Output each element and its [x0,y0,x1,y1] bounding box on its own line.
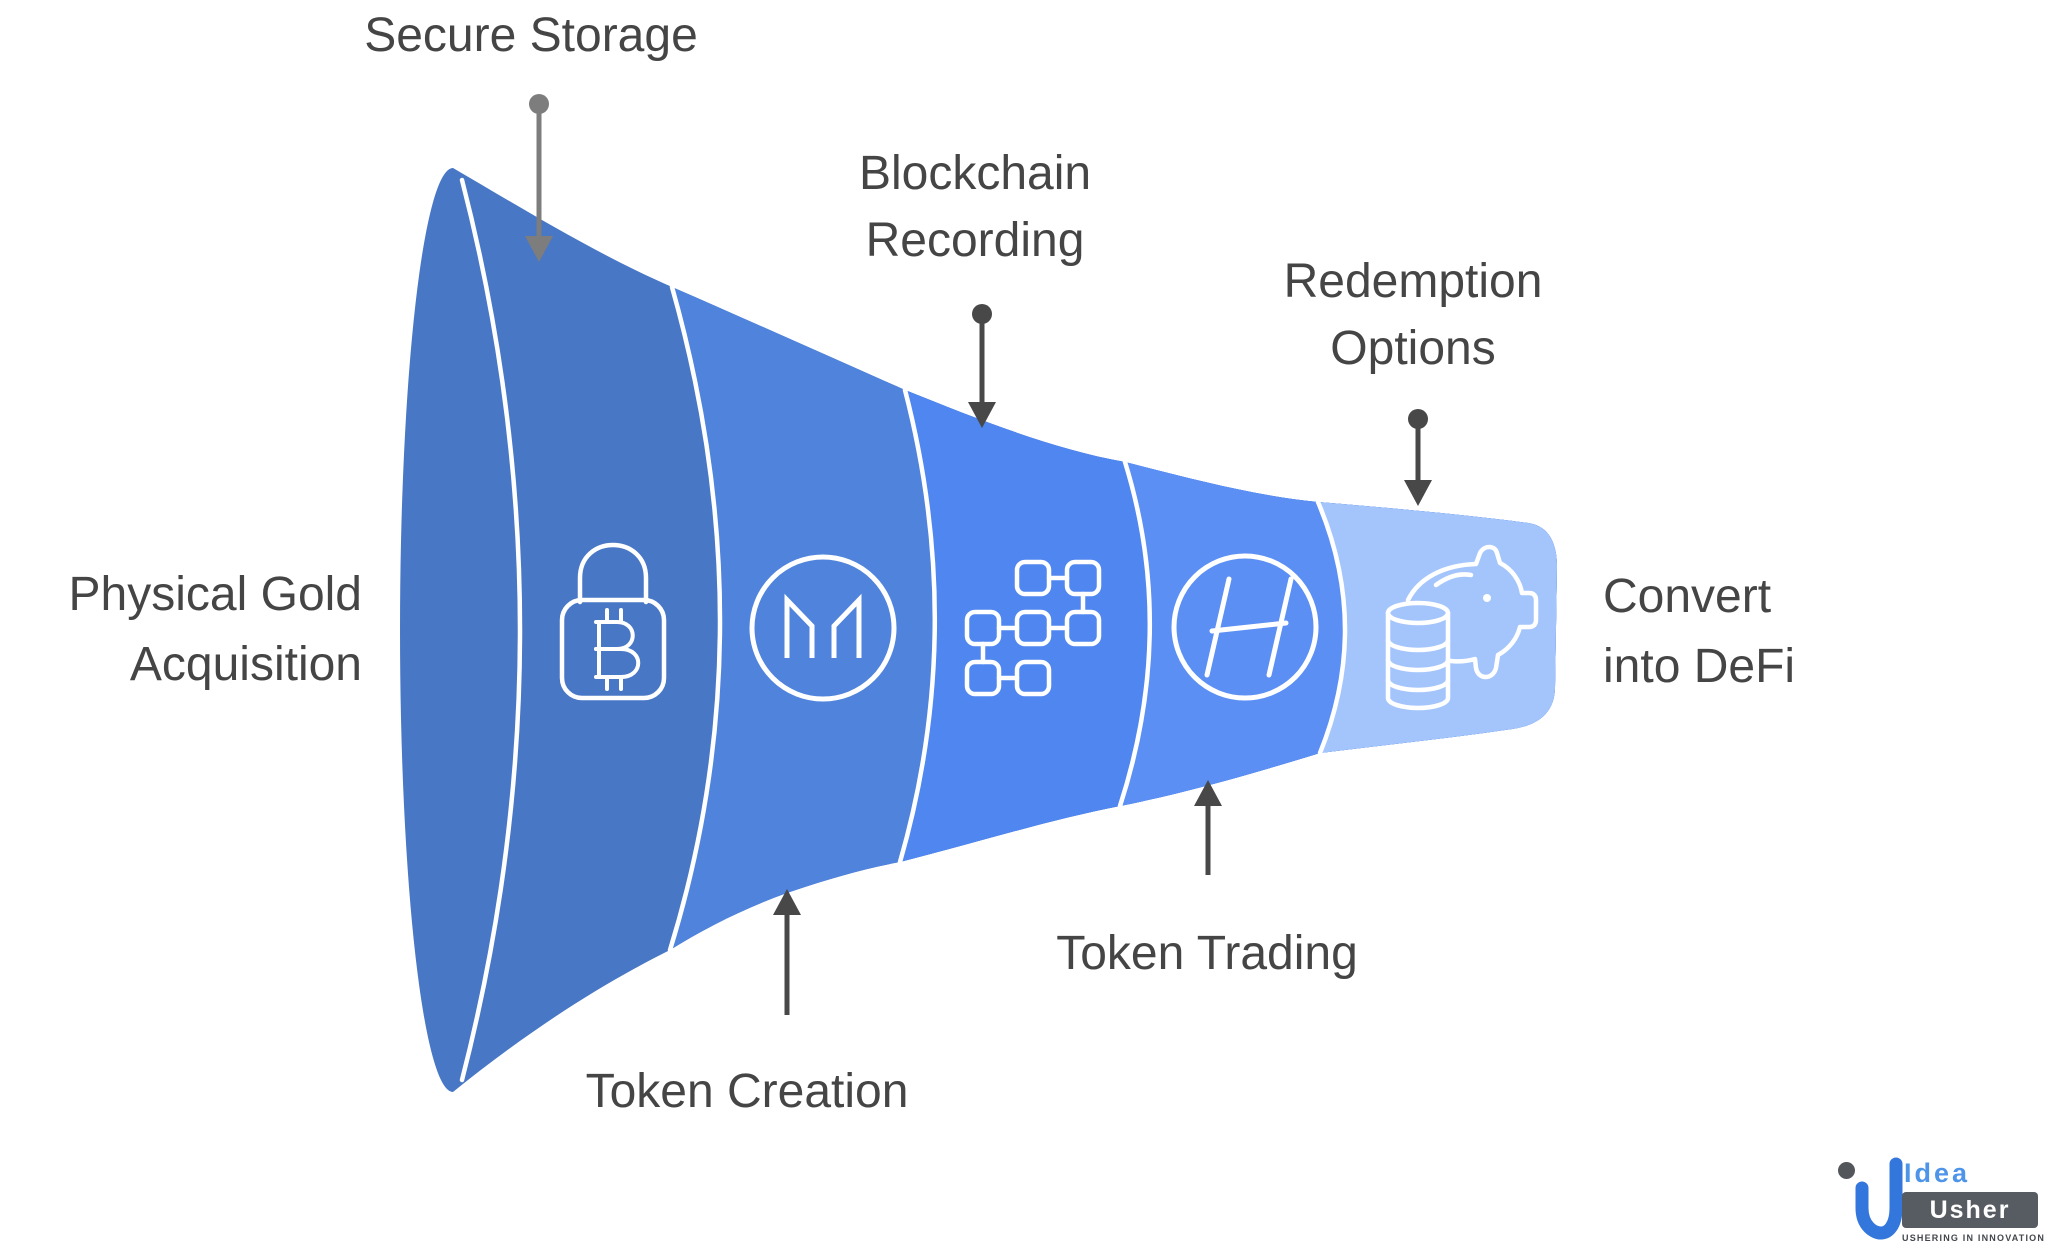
label-line: Redemption [1283,255,1543,308]
label-line: into DeFi [1603,640,1796,693]
arrow-head-down [1404,480,1432,506]
logo-i-dot [1838,1162,1855,1179]
arrow-token-trading [1194,780,1222,875]
arrow-blockchain-recording [968,304,996,428]
label-line: Recording [865,214,1085,267]
stage-label-blockchain-recording: Blockchain Recording [725,140,1225,274]
hedera-h-icon [1171,553,1319,701]
label-line: Physical Gold [68,568,362,621]
blockchain-nodes-icon [964,559,1102,697]
arrow-token-creation [773,889,801,1015]
divider-3 [1117,459,1153,809]
maker-m-icon [749,554,897,702]
stage-label-token-trading: Token Trading [957,920,1457,987]
entry-label-physical-gold-acquisition: Physical Gold Acquisition [0,560,362,700]
logo-word-idea: Idea [1904,1158,1971,1188]
arrow-head-down [525,236,553,262]
label-line: Token Creation [585,1065,909,1118]
label-line: Blockchain [858,147,1092,200]
logo-usher-box: Usher [1902,1192,2038,1228]
stage-label-token-creation: Token Creation [497,1058,997,1125]
divider-4 [1315,499,1348,756]
arrow-head-up [1194,780,1222,806]
piggy-bank-coins-icon [1385,544,1539,711]
segment-dividers [459,177,1348,1083]
label-line: Token Trading [1056,927,1358,980]
divider-1 [667,284,723,953]
logo-tagline: USHERING IN INNOVATION [1902,1233,2046,1243]
idea-usher-logo: Idea Usher USHERING IN INNOVATION [1832,1152,2048,1249]
coin-stack [1385,600,1451,711]
label-line: Secure Storage [364,9,698,62]
exit-label-convert-into-defi: Convert into DeFi [1603,562,2048,702]
piggy-eye [1483,594,1491,602]
funnel-mouth-lip-line [459,177,523,1083]
label-line: Convert [1603,570,1772,623]
arrow-secure-storage [525,94,553,262]
logo-u-mark [1855,1157,1903,1240]
bitcoin-lock-icon [559,542,667,701]
arrow-head-up [773,889,801,915]
label-line: Acquisition [129,638,362,691]
label-line: Options [1330,322,1496,375]
stage-label-redemption-options: Redemption Options [1163,248,1663,382]
stage-label-secure-storage: Secure Storage [281,2,781,69]
arrow-redemption-options [1404,409,1432,506]
divider-2 [897,387,937,865]
arrow-head-down [968,402,996,428]
logo-word-usher: Usher [1929,1195,2011,1224]
